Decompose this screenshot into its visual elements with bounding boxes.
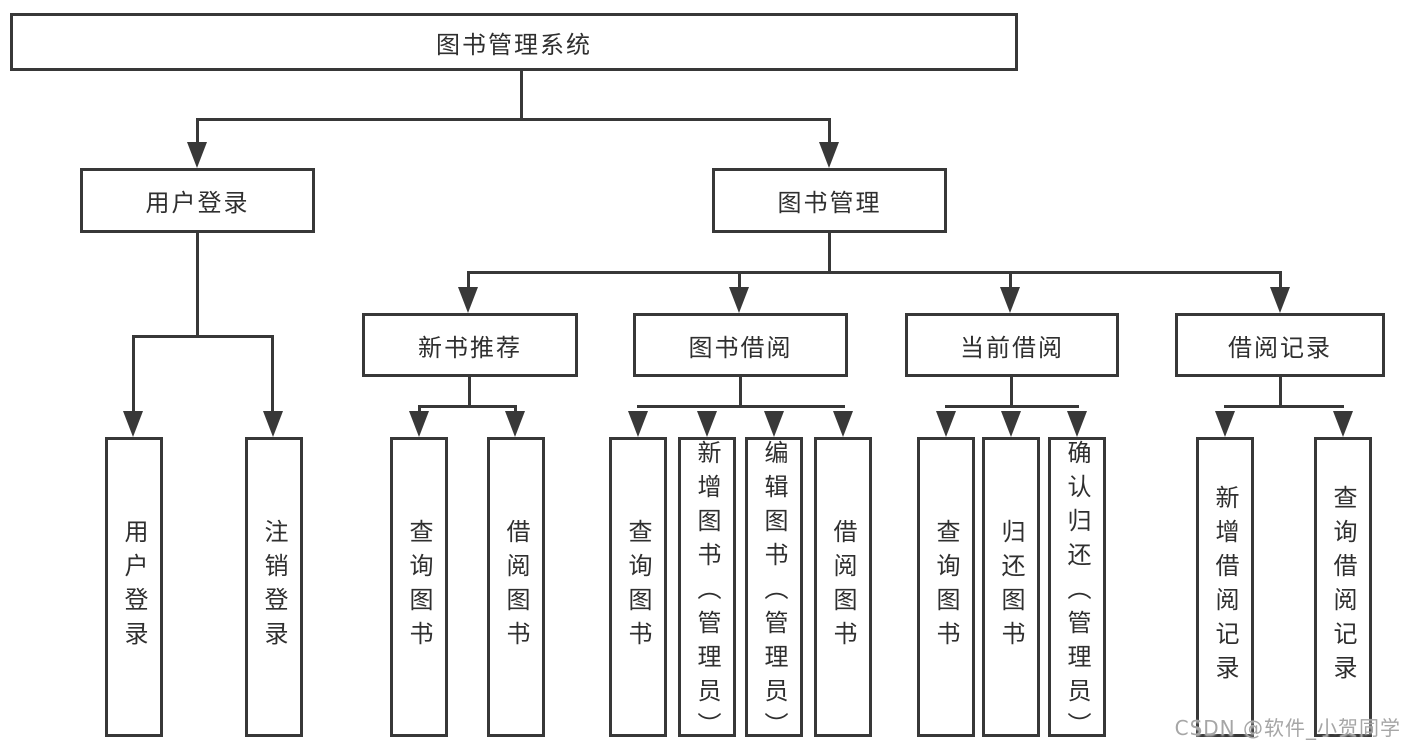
arrow-to-leaf-user-login (123, 411, 143, 437)
node-current-borrow: 当前借阅 (905, 313, 1119, 377)
leaf-query-books-3: 查询图书 (917, 437, 975, 737)
connector-bookmgmt-drop-1 (467, 271, 470, 289)
arrow-to-borrow-records (1270, 287, 1290, 313)
leaf-borrow-books-1: 借阅图书 (487, 437, 545, 737)
node-root: 图书管理系统 (10, 13, 1018, 71)
connector-root-drop (520, 71, 523, 121)
node-book-borrow: 图书借阅 (633, 313, 848, 377)
connector-bookborrow-bar (637, 405, 845, 408)
csdn-watermark: CSDN @软件_小贺同学 (1174, 716, 1401, 740)
connector-records-bar (1224, 405, 1344, 408)
connector-userlogin-drop-2 (271, 335, 274, 413)
arrow-currentborrow-leaf-2 (1001, 411, 1021, 437)
node-user-login: 用户登录 (80, 168, 315, 233)
leaf-return-books: 归还图书 (982, 437, 1040, 737)
connector-bookmgmt-bar (467, 271, 1282, 274)
connector-records-drop (1279, 377, 1282, 408)
node-borrow-records: 借阅记录 (1175, 313, 1385, 377)
leaf-add-books-admin: 新增图书（管理员） (678, 437, 736, 746)
connector-newbook-drop (468, 377, 471, 408)
arrow-to-current-borrow (1000, 287, 1020, 313)
arrow-to-book-management (819, 142, 839, 168)
connector-currentborrow-bar (945, 405, 1079, 408)
connector-bookmgmt-drop-3 (1009, 271, 1012, 289)
arrow-newbook-leaf-2 (505, 411, 525, 437)
leaf-logout: 注销登录 (245, 437, 303, 737)
arrow-records-leaf-2 (1333, 411, 1353, 437)
arrow-to-leaf-logout (263, 411, 283, 437)
arrow-currentborrow-leaf-1 (936, 411, 956, 437)
node-book-management: 图书管理 (712, 168, 947, 233)
arrow-bookborrow-leaf-3 (764, 411, 784, 437)
connector-root-right-drop (828, 118, 831, 144)
connector-newbook-drop-2 (514, 405, 517, 413)
arrow-records-leaf-1 (1215, 411, 1235, 437)
connector-root-bar (196, 118, 830, 121)
connector-userlogin-drop (196, 232, 199, 338)
arrow-currentborrow-leaf-3 (1067, 411, 1087, 437)
leaf-query-borrow-record: 查询借阅记录 (1314, 437, 1372, 737)
arrow-to-user-login (187, 142, 207, 168)
leaf-user-login: 用户登录 (105, 437, 163, 737)
connector-userlogin-drop-1 (132, 335, 135, 413)
leaf-confirm-return-admin: 确认归还（管理员） (1048, 437, 1106, 746)
connector-bookmgmt-drop (828, 232, 831, 274)
connector-newbook-drop-1 (418, 405, 421, 413)
leaf-query-books-2: 查询图书 (609, 437, 667, 737)
connector-bookborrow-drop (739, 377, 742, 408)
leaf-query-books-1: 查询图书 (390, 437, 448, 737)
leaf-borrow-books-2: 借阅图书 (814, 437, 872, 737)
connector-bookmgmt-drop-4 (1279, 271, 1282, 289)
arrow-newbook-leaf-1 (409, 411, 429, 437)
node-new-book-recommend: 新书推荐 (362, 313, 578, 377)
connector-currentborrow-drop (1010, 377, 1013, 408)
leaf-add-borrow-record: 新增借阅记录 (1196, 437, 1254, 737)
arrow-bookborrow-leaf-2 (697, 411, 717, 437)
connector-bookmgmt-drop-2 (738, 271, 741, 289)
arrow-to-book-borrow (729, 287, 749, 313)
arrow-bookborrow-leaf-1 (628, 411, 648, 437)
connector-newbook-bar (418, 405, 517, 408)
connector-userlogin-bar (132, 335, 274, 338)
arrow-bookborrow-leaf-4 (833, 411, 853, 437)
arrow-to-new-book-recommend (458, 287, 478, 313)
connector-root-left-drop (196, 118, 199, 144)
leaf-edit-books-admin: 编辑图书（管理员） (745, 437, 803, 746)
